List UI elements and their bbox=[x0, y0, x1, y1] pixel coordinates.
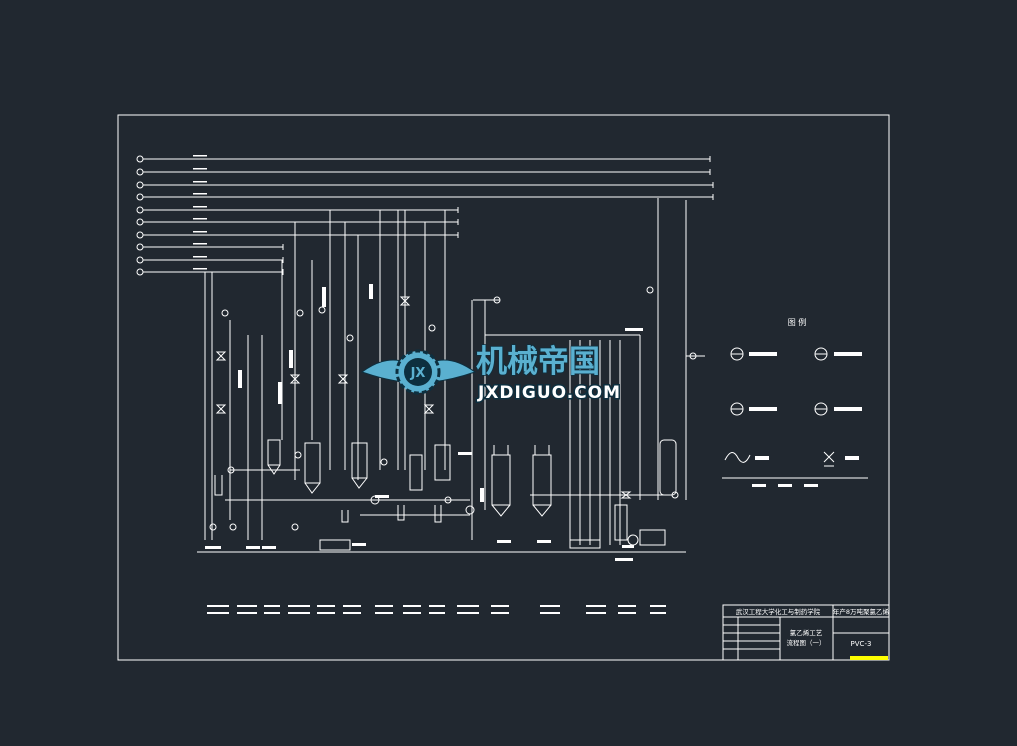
line-tag bbox=[193, 231, 207, 233]
equipment-name-label bbox=[403, 612, 421, 614]
pipe-terminal bbox=[136, 231, 144, 239]
pipe-terminal bbox=[136, 193, 144, 201]
equipment-name-label bbox=[264, 605, 280, 607]
title-block: 武汉工程大学化工与制药学院 年产8万吨聚氯乙烯 氯乙烯工艺 流程图（一） PVC… bbox=[722, 604, 890, 661]
equipment-name-label bbox=[317, 605, 335, 607]
equipment-name-label bbox=[375, 605, 393, 607]
equipment-name-label bbox=[540, 612, 560, 614]
pipe-terminal bbox=[136, 256, 144, 264]
equipment-name-label bbox=[650, 612, 666, 614]
legend-title: 图 例 bbox=[788, 317, 807, 327]
brand-name-en: JXDIGUO.COM bbox=[477, 383, 621, 403]
equipment-name-label bbox=[491, 605, 509, 607]
equipment-name-label bbox=[586, 612, 606, 614]
equipment-name-label bbox=[207, 605, 229, 607]
equipment-name-label bbox=[429, 612, 445, 614]
watermark: JX 机械帝国 JXDIGUO.COM bbox=[360, 343, 622, 405]
equipment-name-list bbox=[207, 605, 666, 614]
equipment-name-label bbox=[317, 612, 335, 614]
pipe-terminal bbox=[136, 168, 144, 176]
line-tag bbox=[193, 155, 207, 157]
pipe-terminal bbox=[136, 218, 144, 226]
process-equipment bbox=[197, 198, 705, 553]
line-tag bbox=[193, 181, 207, 183]
line-tag bbox=[193, 193, 207, 195]
equipment-name-label bbox=[207, 612, 229, 614]
equipment-name-label bbox=[618, 612, 636, 614]
line-tag bbox=[193, 218, 207, 220]
equipment-name-label bbox=[457, 612, 479, 614]
equipment-name-label bbox=[288, 612, 310, 614]
line-tag bbox=[193, 256, 207, 258]
drawing-frame bbox=[117, 114, 890, 661]
equipment-name-label bbox=[237, 612, 257, 614]
drawing-name-line1: 氯乙烯工艺 bbox=[790, 628, 823, 637]
equipment-name-label bbox=[586, 605, 606, 607]
school-name: 武汉工程大学化工与制药学院 bbox=[736, 607, 821, 616]
pipe-terminal bbox=[136, 155, 144, 163]
pipe-terminal bbox=[136, 243, 144, 251]
project-name: 年产8万吨聚氯乙烯 bbox=[833, 607, 890, 616]
equipment-tag-labels bbox=[205, 284, 643, 561]
equipment-name-label bbox=[375, 612, 393, 614]
equipment-name-label bbox=[343, 612, 361, 614]
line-tag bbox=[193, 268, 207, 270]
drawing-name-line2: 流程图（一） bbox=[787, 638, 826, 647]
pipe-terminal bbox=[136, 206, 144, 214]
equipment-name-label bbox=[237, 605, 257, 607]
equipment-name-label bbox=[403, 605, 421, 607]
drawing-number: PVC-3 bbox=[851, 640, 872, 648]
equipment-name-label bbox=[491, 612, 509, 614]
equipment-name-label bbox=[288, 605, 310, 607]
line-tag bbox=[193, 206, 207, 208]
brand-name-cn: 机械帝国 bbox=[476, 344, 600, 380]
legend: 图 例 bbox=[722, 317, 868, 487]
line-tag bbox=[193, 243, 207, 245]
equipment-name-label bbox=[429, 605, 445, 607]
line-tag bbox=[193, 168, 207, 170]
equipment-name-label bbox=[650, 605, 666, 607]
pipe-terminal bbox=[136, 268, 144, 276]
equipment-name-label bbox=[457, 605, 479, 607]
equipment-name-label bbox=[540, 605, 560, 607]
pipe-terminal bbox=[136, 181, 144, 189]
equipment-name-label bbox=[343, 605, 361, 607]
equipment-name-label bbox=[618, 605, 636, 607]
logo-letters: JX bbox=[410, 366, 426, 381]
equipment-name-label bbox=[264, 612, 280, 614]
